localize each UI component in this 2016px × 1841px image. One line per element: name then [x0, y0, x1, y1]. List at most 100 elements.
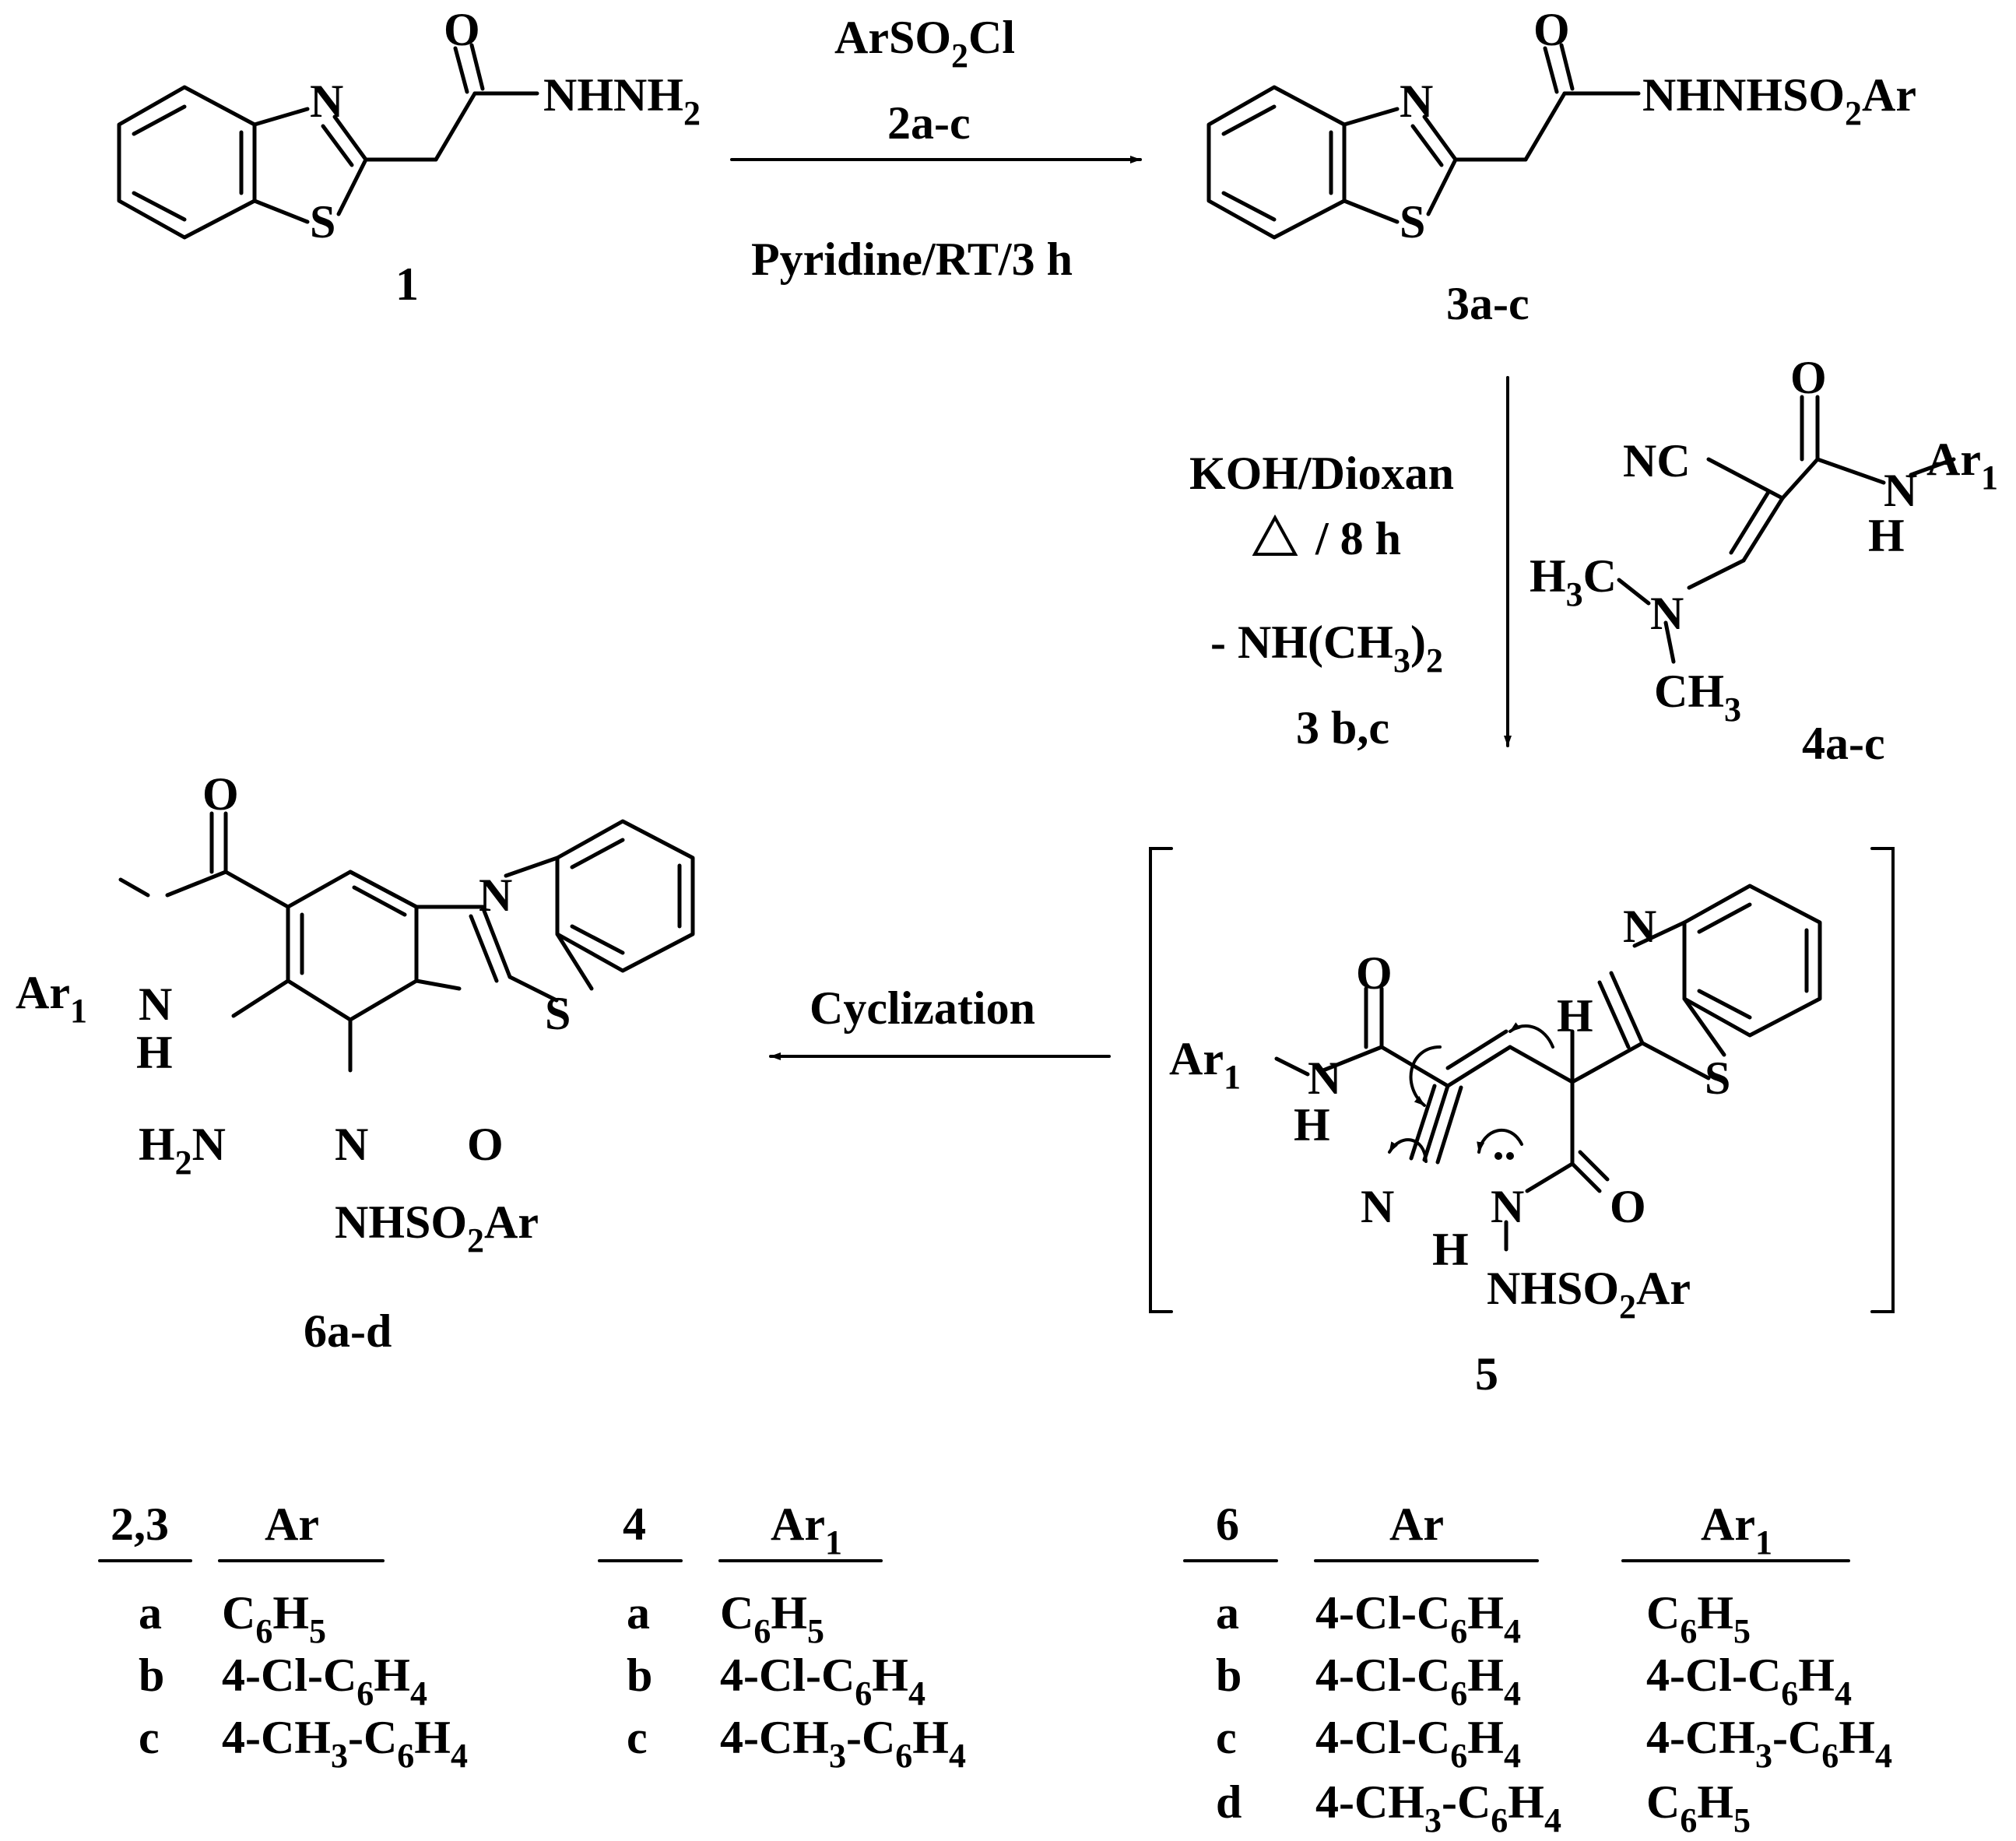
subscript: 4: [1504, 1612, 1521, 1650]
formula-part: H: [1839, 1712, 1875, 1763]
atom-n: N: [310, 76, 343, 127]
row-key: c: [627, 1712, 648, 1763]
methyl-h3c: H3C: [1530, 550, 1617, 613]
nitrile-nc: NC: [1623, 435, 1691, 487]
atom-h-amide: H: [1868, 510, 1905, 561]
ar-value: C6H5: [222, 1587, 326, 1650]
reagent-text: ArSO: [834, 12, 951, 63]
compound-3: N S O NHNHSO2Ar 3a-c: [1206, 4, 1916, 329]
right-bracket: [1870, 847, 1895, 1313]
subscript: 6: [1781, 1674, 1798, 1713]
ar-subscript: 1: [825, 1523, 842, 1562]
atom-o: O: [1533, 4, 1570, 55]
formula-part: H: [771, 1587, 807, 1639]
atom-n-thiazole: N: [479, 870, 512, 921]
subscript: 3: [331, 1737, 348, 1775]
sulfonylhydrazide-text: NHNHSO: [1642, 69, 1845, 121]
atom-h-amide: H: [1294, 1099, 1330, 1151]
subscript: 4: [1875, 1737, 1892, 1775]
reaction-2-substrates: 3 b,c: [1296, 702, 1389, 754]
subscript: 3: [1755, 1737, 1772, 1775]
row-key: b: [627, 1650, 652, 1701]
formula-part: -C: [348, 1712, 397, 1763]
reaction-1-conditions: Pyridine/RT/3 h: [751, 234, 1073, 285]
byproduct-subscript-2: 2: [1426, 641, 1443, 680]
aryl-ar1: Ar1: [16, 967, 87, 1030]
reaction-2-base-solvent: KOH/Dioxan: [1189, 448, 1454, 499]
formula-part: H: [1467, 1650, 1504, 1701]
left-bracket: [1149, 847, 1173, 1313]
compound-4: O NC N H Ar1 H3C N CH3 4a-c: [1530, 352, 1998, 769]
sulfonamide-text: NHSO: [335, 1196, 467, 1248]
reaction-3: Cyclization: [769, 982, 1111, 1060]
hydrazide-text: NHNH: [543, 69, 683, 121]
ar-value: 4-CH3-C6H4: [222, 1712, 468, 1775]
formula-part: -Cl-C: [1339, 1650, 1450, 1701]
atom-n-thiazole: N: [1623, 901, 1656, 952]
subscript: 6: [1680, 1801, 1697, 1839]
formula-part: 4: [1646, 1650, 1670, 1701]
ar-text: Ar: [771, 1498, 825, 1550]
formula-part: 4: [1315, 1776, 1339, 1828]
aryl-subscript: 1: [70, 992, 87, 1030]
ar1-value: C6H5: [1646, 1776, 1751, 1839]
subscript: 5: [807, 1612, 824, 1650]
sulfonylhydrazide-end: Ar: [1862, 69, 1916, 121]
aryl-text: Ar: [1926, 434, 1981, 485]
formula-part: -CH: [1670, 1712, 1755, 1763]
formula-part: -CH: [1339, 1776, 1424, 1828]
formula-part: H: [872, 1650, 908, 1701]
aryl-ar1: Ar1: [1169, 1033, 1241, 1096]
subscript: 6: [1491, 1801, 1508, 1839]
formula-part: -CH: [245, 1712, 331, 1763]
formula-part: 4: [1646, 1712, 1670, 1763]
sulfonamide-text: NHSO: [1487, 1263, 1619, 1314]
curved-arrow-2: [1508, 1022, 1554, 1049]
formula-part: -Cl-C: [1339, 1712, 1450, 1763]
reagent-subscript: 2: [951, 37, 968, 75]
atom-n-nitrile: N: [1361, 1181, 1394, 1232]
formula-part: C: [1646, 1587, 1680, 1639]
table-2-3-ar-head: Ar: [265, 1498, 319, 1550]
aryl-ar1: Ar1: [1926, 434, 1998, 497]
formula-part: 4: [720, 1712, 743, 1763]
aryl-text: Ar: [16, 967, 70, 1018]
subscript: 4: [410, 1674, 427, 1713]
byproduct-subscript: 3: [1393, 641, 1410, 680]
compound-1: N S O NHNH2 1: [117, 4, 701, 310]
formula-part: H: [1697, 1587, 1733, 1639]
formula-part: H: [1798, 1650, 1835, 1701]
amino-subscript: 2: [175, 1144, 192, 1182]
ar1-value: 4-Cl-C6H4: [720, 1650, 925, 1713]
formula-part: H: [272, 1587, 309, 1639]
reaction-2: KOH/Dioxan / 8 h - NH(CH3)2 3 b,c: [1189, 376, 1512, 754]
atom-n-amide: N: [1308, 1052, 1341, 1104]
ar1-value: 4-CH3-C6H4: [720, 1712, 966, 1775]
formula-part: C: [1646, 1776, 1680, 1828]
reaction-2-time: / 8 h: [1315, 513, 1401, 564]
benzothiazole-ring: [117, 85, 368, 240]
formula-part: -C: [1772, 1712, 1821, 1763]
intermediate-5-label: 5: [1475, 1348, 1498, 1400]
formula-part: 4: [1315, 1712, 1339, 1763]
curved-arrow-4: [1477, 1129, 1523, 1154]
atom-h-hydrazide: H: [1432, 1224, 1469, 1275]
formula-part: C: [720, 1587, 753, 1639]
formula-part: -C: [1442, 1776, 1491, 1828]
reaction-2-byproduct: - NH(CH3)2: [1210, 617, 1443, 680]
atom-o: O: [1790, 352, 1827, 403]
curved-arrow-3: [1388, 1138, 1428, 1163]
byproduct-close: ): [1410, 617, 1426, 668]
subscript: 4: [1504, 1674, 1521, 1713]
reagent-code: 2a-c: [887, 97, 971, 149]
atom-n-hydrazide: N: [1491, 1181, 1524, 1232]
subscript: 4: [1544, 1801, 1561, 1839]
curved-arrow-1: [1409, 1045, 1442, 1107]
intermediate-5: O Ar1 N H H N S N N H O NHSO2Ar 5: [1149, 847, 1895, 1400]
ar-subscript: 1: [1755, 1523, 1772, 1562]
atom-s: S: [1400, 196, 1425, 248]
atom-o: O: [444, 4, 480, 55]
formula-part: -CH: [743, 1712, 829, 1763]
